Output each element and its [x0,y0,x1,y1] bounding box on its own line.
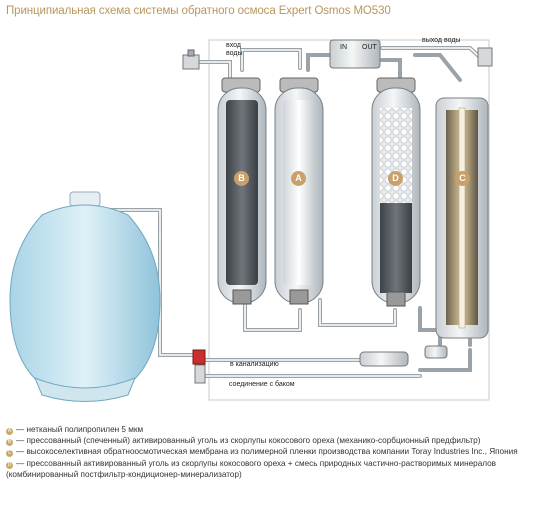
page-title: Принципиальная схема системы обратного о… [6,5,391,17]
cartridge-badge-b: B [234,171,249,186]
cartridge-a [274,77,324,305]
outlet-label: выход воды [422,37,461,44]
flow-restrictor [359,351,409,367]
legend-item-a: A— нетканый полипропилен 5 мкм [6,425,144,435]
cartridge-c [435,97,489,339]
cartridge-badge-c: C [455,171,470,186]
legend-item-d: D— прессованный активированный уголь из … [6,458,497,479]
check-valve [424,345,448,359]
shutoff-valve-block [329,39,381,69]
legend-item-b: B— прессованный (спеченный) активированн… [6,436,481,447]
legend-item-c: C— высокоселективная обратноосмотическая… [6,447,518,458]
out-label: OUT [362,44,377,51]
drain-label: в канализацию [230,361,279,368]
legend: A— нетканый полипропилен 5 мкм B— прессо… [6,424,541,480]
marker-a-icon: A [6,428,13,435]
marker-d-icon: D [6,461,13,469]
inlet-label: вход воды [226,42,243,57]
ro-system-diagram [9,39,493,402]
marker-c-icon: C [6,450,13,458]
cartridge-b [217,77,267,305]
tank-valve [192,349,206,384]
inlet-valve [182,49,200,70]
cartridge-badge-a: A [291,171,306,186]
tank-connection-label: соединение с баком [229,381,295,388]
marker-b-icon: B [6,439,13,447]
storage-tank [9,191,161,402]
cartridge-badge-d: D [388,171,403,186]
in-label: IN [340,44,347,51]
cartridge-d [371,77,421,307]
outlet-fitting [477,47,493,67]
